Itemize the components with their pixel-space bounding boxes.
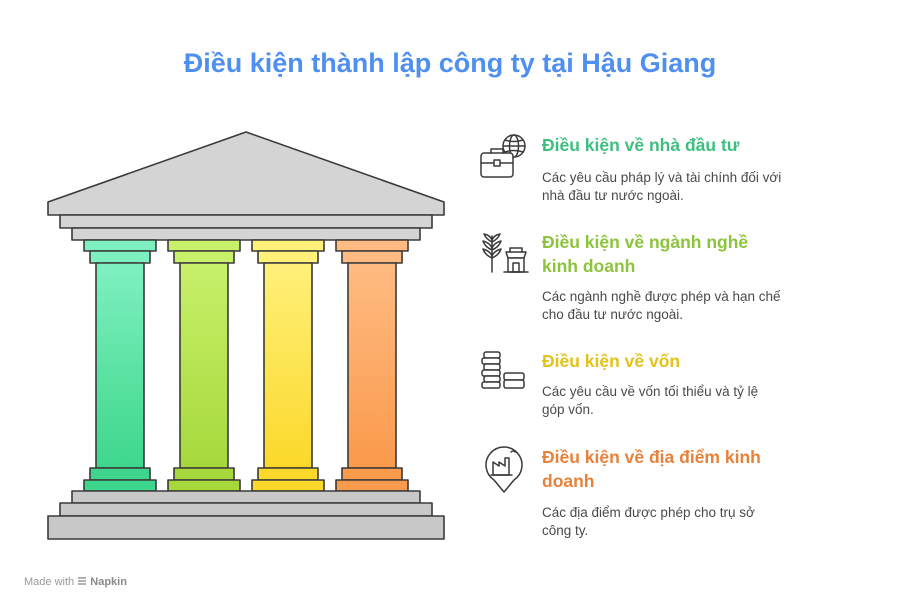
footer-credit: Made with Napkin xyxy=(24,576,127,588)
item-description: Các yêu cầu pháp lý và tài chính đối với… xyxy=(542,170,782,203)
footer-prefix: Made with xyxy=(24,576,75,588)
page-title: Điều kiện thành lập công ty tại Hậu Gian… xyxy=(183,48,717,78)
item-heading: Điều kiện về nhà đầu tư xyxy=(542,135,740,155)
location-factory-icon xyxy=(485,446,523,493)
item-heading: Điều kiện về vốn xyxy=(542,351,681,371)
pillar-investor xyxy=(83,239,157,492)
coin-stacks-icon xyxy=(481,351,525,389)
item-description: Các yêu cầu về vốn tối thiểu và tỷ lệ gó… xyxy=(542,384,759,417)
item-description: Các địa điểm được phép cho trụ sở công t… xyxy=(542,505,755,538)
pillar-capital xyxy=(251,239,325,492)
temple-step-3 xyxy=(47,515,445,540)
item-description: Các ngành nghề được phép và hạn chế cho … xyxy=(542,289,781,322)
wheat-shop-icon xyxy=(482,233,529,273)
footer-brand: Napkin xyxy=(90,576,127,588)
temple-step-1 xyxy=(71,490,421,504)
temple-entablature-bottom xyxy=(71,227,421,241)
temple-entablature-top xyxy=(59,214,433,229)
globe-briefcase-icon xyxy=(480,134,526,178)
temple-step-2 xyxy=(59,502,433,517)
pillar-location xyxy=(335,239,409,492)
napkin-logo-icon xyxy=(77,576,87,588)
pillar-business-sector xyxy=(167,239,241,492)
item-heading: Điều kiện về ngành nghề kinh doanh xyxy=(542,232,749,276)
temple-roof xyxy=(47,131,445,216)
item-heading: Điều kiện về địa điểm kinh doanh xyxy=(542,447,761,491)
